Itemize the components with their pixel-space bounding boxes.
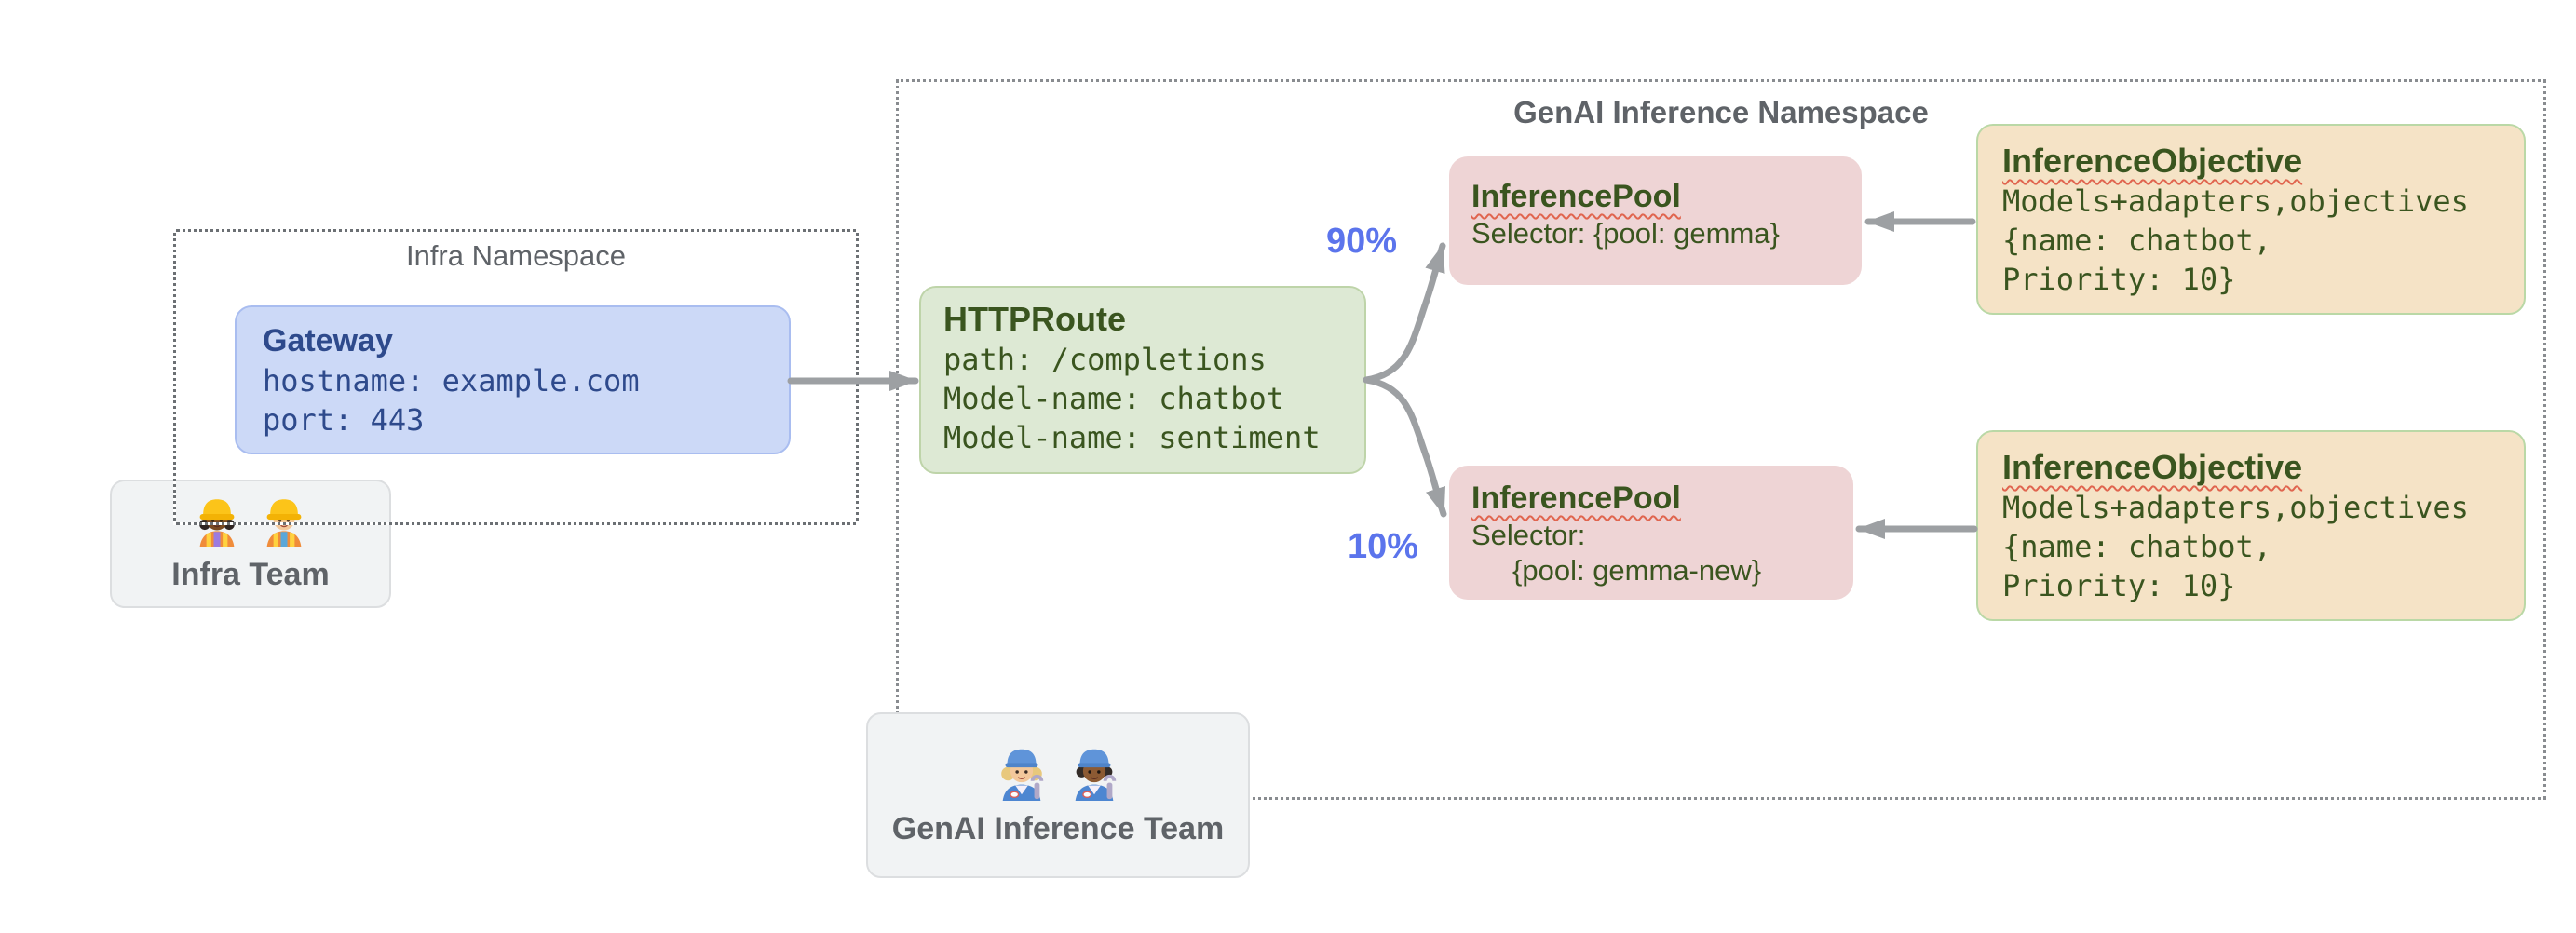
httproute-model-1: Model-name: chatbot [943,381,1285,416]
gateway-title: Gateway [263,323,393,358]
woman-mechanic-icon [993,743,1051,805]
inferenceobjective-top-line-2: {name: chatbot, [2002,223,2271,258]
man-construction-worker-icon [258,494,310,551]
genai-namespace-title: GenAI Inference Namespace [1513,95,1929,129]
inferenceobjective-top-title: InferenceObjective [2002,142,2303,180]
gateway-box: Gateway hostname: example.com port: 443 [235,305,791,454]
infra-team-card: Infra Team [110,480,391,608]
inferencepool-gemma-new-box: InferencePool Selector: {pool: gemma-new… [1449,466,1853,600]
traffic-split-10: 10% [1347,527,1418,566]
httproute-title: HTTPRoute [943,300,1126,338]
inferencepool-gemma-selector: Selector: {pool: gemma} [1471,217,1780,250]
woman-construction-worker-icon [191,494,243,551]
inferenceobjective-top-line-3: Priority: 10} [2002,262,2236,297]
inferenceobjective-top-line-1: Models+adapters,objectives [2002,183,2469,219]
infra-team-label: Infra Team [171,557,330,592]
inferencepool-gemma-new-selector: Selector: [1471,519,1586,551]
gateway-hostname: hostname: example.com [263,363,640,399]
inferencepool-gemma-new-title: InferencePool [1471,480,1681,516]
inferenceobjective-bottom-line-3: Priority: 10} [2002,568,2236,603]
genai-team-card: GenAI Inference Team [866,712,1250,878]
inferencepool-gemma-box: InferencePool Selector: {pool: gemma} [1449,156,1862,285]
inferencepool-gemma-title: InferencePool [1471,179,1681,214]
inferenceobjective-bottom-line-1: Models+adapters,objectives [2002,490,2469,525]
genai-team-icons [993,743,1123,805]
genai-namespace-box: GenAI Inference Namespace [896,79,2546,800]
traffic-split-90: 90% [1325,222,1397,261]
inferencepool-gemma-new-selector-value: {pool: gemma-new} [1512,554,1762,587]
genai-team-label: GenAI Inference Team [891,811,1225,846]
man-mechanic-icon [1065,743,1123,805]
httproute-path: path: /completions [943,342,1267,377]
infra-namespace-title: Infra Namespace [405,239,627,272]
inferenceobjective-bottom-box: InferenceObjective Models+adapters,objec… [1976,430,2526,621]
httproute-model-2: Model-name: sentiment [943,420,1321,455]
infra-team-icons [191,494,310,551]
inferenceobjective-top-box: InferenceObjective Models+adapters,objec… [1976,124,2526,315]
inferenceobjective-bottom-line-2: {name: chatbot, [2002,529,2271,564]
inferenceobjective-bottom-title: InferenceObjective [2002,448,2303,486]
httproute-box: HTTPRoute path: /completions Model-name:… [919,286,1366,474]
gateway-port: port: 443 [263,402,425,438]
